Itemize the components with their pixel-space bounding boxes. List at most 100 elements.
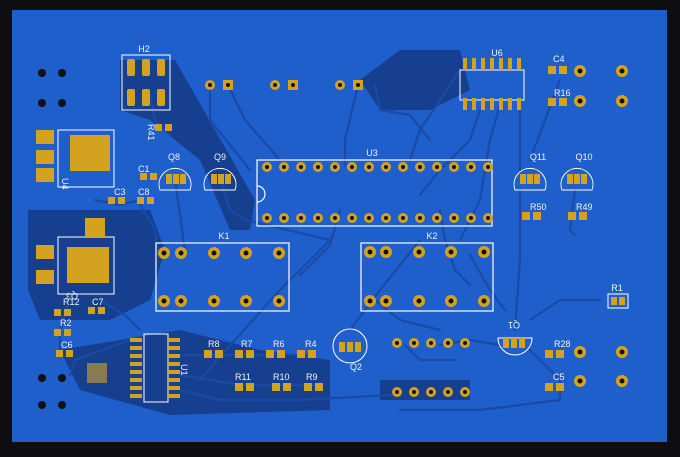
u3-pins bbox=[262, 162, 493, 223]
label-u1: U1 bbox=[179, 364, 189, 376]
r49[interactable]: R49 bbox=[568, 202, 593, 220]
label-r49: R49 bbox=[576, 202, 593, 212]
label-h2: H2 bbox=[138, 44, 150, 54]
q9[interactable]: Q9 bbox=[203, 152, 237, 191]
u1-pin-pad bbox=[168, 362, 180, 366]
k1-relay[interactable]: K1 bbox=[155, 231, 290, 312]
c5[interactable]: C5 bbox=[545, 372, 565, 391]
label-q9: Q9 bbox=[214, 152, 226, 162]
r11[interactable]: R11 bbox=[235, 372, 254, 391]
r4[interactable]: R4 bbox=[297, 339, 317, 358]
u3-pin-drill bbox=[486, 216, 490, 220]
c6[interactable]: C6 bbox=[56, 340, 73, 357]
r16[interactable]: R16 bbox=[548, 88, 571, 106]
c3[interactable]: C3 bbox=[108, 187, 126, 204]
u1-pin-pad bbox=[130, 394, 142, 398]
label-q2: Q2 bbox=[350, 362, 362, 372]
u3-pin-drill bbox=[435, 216, 439, 220]
u3-pin-drill bbox=[333, 216, 337, 220]
q8[interactable]: Q8 bbox=[158, 152, 192, 191]
u1-soic[interactable]: U1 bbox=[130, 333, 189, 403]
q3-regulator[interactable]: Q3 bbox=[36, 218, 115, 301]
u3-pin-drill bbox=[384, 216, 388, 220]
u1-pin-pad bbox=[130, 386, 142, 390]
u1-pin-pad bbox=[130, 362, 142, 366]
label-c5: C5 bbox=[553, 372, 565, 382]
c1[interactable]: C1 bbox=[138, 164, 157, 180]
u3-pin-drill bbox=[418, 216, 422, 220]
u3-pin-drill bbox=[299, 216, 303, 220]
u3-pin-drill bbox=[265, 165, 269, 169]
label-u6: U6 bbox=[491, 48, 503, 58]
r10[interactable]: R10 bbox=[272, 372, 291, 391]
u3-pin-drill bbox=[452, 165, 456, 169]
label-k1: K1 bbox=[218, 231, 229, 241]
label-r6: R6 bbox=[273, 339, 285, 349]
label-r4: R4 bbox=[305, 339, 317, 349]
u3-dip28[interactable]: U3 bbox=[256, 148, 493, 227]
u1-pin-pad bbox=[168, 354, 180, 358]
u3-pin-drill bbox=[282, 165, 286, 169]
mounting-holes bbox=[38, 69, 66, 409]
u3-pin-drill bbox=[333, 165, 337, 169]
label-r10: R10 bbox=[273, 372, 290, 382]
r7[interactable]: R7 bbox=[235, 339, 254, 358]
label-q1: Q1 bbox=[508, 320, 520, 330]
r9[interactable]: R9 bbox=[304, 372, 323, 391]
u1-pin-pad bbox=[130, 378, 142, 382]
c8[interactable]: C8 bbox=[137, 187, 154, 204]
u3-pin-drill bbox=[316, 165, 320, 169]
u3-pin-drill bbox=[469, 165, 473, 169]
label-r7: R7 bbox=[241, 339, 253, 349]
label-r8: R8 bbox=[208, 339, 220, 349]
label-c1: C1 bbox=[138, 164, 150, 174]
label-r11: R11 bbox=[235, 372, 251, 382]
u1-pin-pad bbox=[130, 370, 142, 374]
r28[interactable]: R28 bbox=[545, 339, 571, 358]
u4-regulator[interactable]: U4 bbox=[36, 129, 115, 190]
r1[interactable]: R1 bbox=[607, 283, 629, 309]
u1-pin-pad bbox=[168, 394, 180, 398]
label-c3: C3 bbox=[114, 187, 126, 197]
right-connector-pads-top bbox=[574, 65, 628, 107]
r6[interactable]: R6 bbox=[266, 339, 285, 358]
label-q3: Q3 bbox=[66, 291, 78, 301]
u3-pin-drill bbox=[435, 165, 439, 169]
label-k2: K2 bbox=[426, 231, 437, 241]
label-r2: R2 bbox=[60, 318, 72, 328]
q2[interactable]: Q2 bbox=[332, 328, 368, 372]
r8[interactable]: R8 bbox=[204, 339, 223, 358]
u1-pin-pad bbox=[168, 370, 180, 374]
u3-pin-drill bbox=[350, 165, 354, 169]
q1[interactable]: Q1 bbox=[497, 320, 533, 356]
k2-relay[interactable]: K2 bbox=[360, 231, 494, 312]
label-q10: Q10 bbox=[575, 152, 592, 162]
right-connector-pads-bottom bbox=[574, 346, 628, 387]
u1-pin-pad bbox=[168, 378, 180, 382]
label-r12: R12 bbox=[63, 297, 80, 307]
label-r1: R1 bbox=[611, 283, 623, 293]
c4[interactable]: C4 bbox=[548, 54, 567, 74]
r12[interactable]: R12 bbox=[54, 297, 80, 316]
label-r41: R41 bbox=[146, 124, 156, 141]
q11[interactable]: Q11 bbox=[513, 152, 547, 191]
u3-pin-drill bbox=[367, 216, 371, 220]
q10[interactable]: Q10 bbox=[560, 152, 594, 191]
label-r9: R9 bbox=[306, 372, 318, 382]
u6-soic[interactable]: U6 bbox=[459, 48, 525, 110]
label-u3: U3 bbox=[366, 148, 378, 158]
header-pads-bottom bbox=[392, 338, 470, 397]
u1-pin-pad bbox=[130, 354, 142, 358]
u3-pin-drill bbox=[469, 216, 473, 220]
label-c6: C6 bbox=[61, 340, 73, 350]
r2[interactable]: R2 bbox=[54, 318, 72, 336]
r41[interactable]: R41 bbox=[146, 124, 172, 141]
c7[interactable]: C7 bbox=[88, 297, 105, 314]
h2-header[interactable]: H2 bbox=[121, 44, 171, 111]
u3-pin-drill bbox=[418, 165, 422, 169]
label-c4: C4 bbox=[553, 54, 565, 64]
u3-pin-drill bbox=[350, 216, 354, 220]
r50[interactable]: R50 bbox=[522, 202, 547, 220]
